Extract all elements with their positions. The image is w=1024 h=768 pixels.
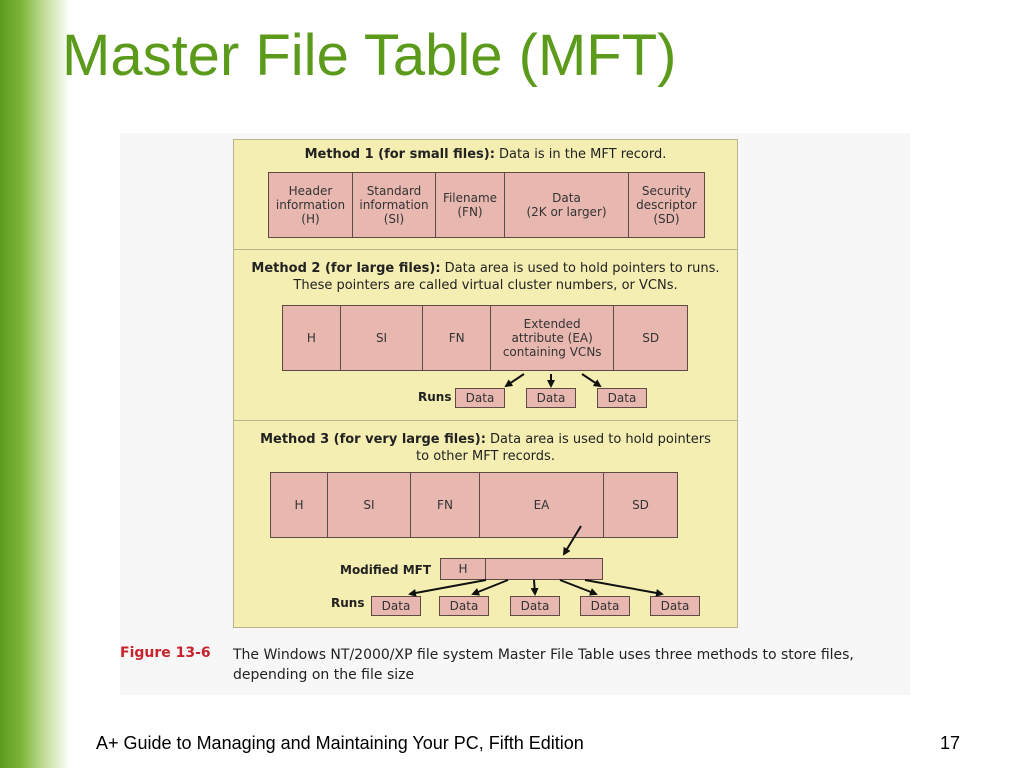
method2-cell-si: SI [341,306,424,370]
arrow-ea-to-run-3 [581,373,602,388]
page-number: 17 [940,733,961,753]
slide-title: Master File Table (MFT) [62,23,677,88]
arrow-mft-to-run-4 [559,579,598,596]
method3-runs-label: Runs [331,596,365,610]
method2-record: H SI FN Extended attribute (EA) containi… [282,305,688,371]
arrow-mft-to-run-1 [408,579,487,597]
method2-cell-sd: SD [642,331,660,345]
method2-panel: Method 2 (for large files): Data area is… [233,250,738,421]
method3-record: H SI FN EA SD [270,472,678,538]
modified-mft-label: Modified MFT [340,563,432,577]
modified-mft-h: H [441,559,486,579]
method3-cell-sd: SD [632,498,649,512]
method3-heading: Method 3 (for very large files): [260,432,486,447]
method3-cell-ea: EA [480,473,604,537]
method3-cell-si: SI [328,473,411,537]
method2-run-data-1: Data [455,388,505,408]
method3-run-data-5: Data [650,596,700,616]
method2-cell-fn: FN [423,306,491,370]
arrow-mft-to-run-5 [584,579,664,597]
method2-text: Data area is used to hold pointers to ru… [444,261,720,276]
method1-record: Header information (H) Standard informat… [268,172,705,238]
side-accent-bar [0,0,70,768]
method2-run-data-3: Data [597,388,647,408]
method1-cell-standard-info: Standard information (SI) [353,173,436,237]
method1-heading: Method 1 (for small files): [304,147,495,162]
method2-heading: Method 2 (for large files): [251,261,441,276]
method2-cell-ea: Extended attribute (EA) containing VCNs [491,306,615,370]
method3-description: Method 3 (for very large files): Data ar… [234,431,737,465]
method2-cell-h: H [283,306,341,370]
arrow-ea-to-modified-mft [562,525,582,556]
method3-run-data-2: Data [439,596,489,616]
figure-label: Figure 13-6 [120,645,211,661]
method3-text: Data area is used to hold pointers [490,432,711,447]
method2-text2: These pointers are called virtual cluste… [293,278,678,293]
method1-cell-filename: Filename (FN) [436,173,505,237]
arrow-mft-to-run-3 [530,579,539,596]
footer-text: A+ Guide to Managing and Maintaining You… [96,733,584,753]
method1-panel: Method 1 (for small files): Data is in t… [233,139,738,250]
method1-cell-data: Data (2K or larger) [505,173,629,237]
method3-run-data-4: Data [580,596,630,616]
modified-mft-record: H [440,558,603,580]
method2-description: Method 2 (for large files): Data area is… [234,260,737,294]
method1-cell-security: Security descriptor (SD) [636,184,697,226]
method1-description: Method 1 (for small files): Data is in t… [234,146,737,163]
method3-run-data-1: Data [371,596,421,616]
method3-run-data-3: Data [510,596,560,616]
method3-text2: to other MFT records. [416,449,555,464]
method3-cell-fn: FN [411,473,480,537]
method2-run-data-2: Data [526,388,576,408]
arrow-ea-to-run-1 [504,373,525,388]
method3-cell-h: H [271,473,328,537]
figure-caption: The Windows NT/2000/XP file system Maste… [233,647,854,683]
arrow-mft-to-run-2 [471,579,509,596]
method1-cell-header: Header information (H) [269,173,353,237]
method2-runs-label: Runs [418,390,452,404]
method1-text: Data is in the MFT record. [499,147,667,162]
